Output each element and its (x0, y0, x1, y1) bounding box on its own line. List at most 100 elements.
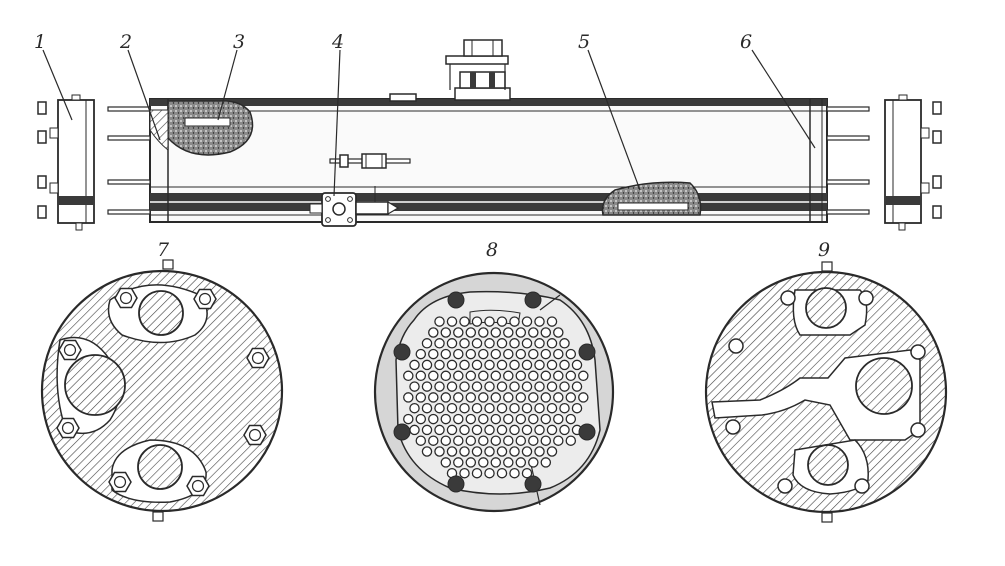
tube-hole (453, 327, 464, 338)
tube-hole (515, 435, 527, 446)
tube-hole (465, 370, 477, 382)
tube-hole (471, 446, 483, 457)
tube-hole (434, 338, 445, 349)
right-nuts (932, 101, 942, 219)
tube-hole (509, 402, 520, 414)
tube-hole (559, 359, 570, 371)
tube-hole (521, 359, 533, 371)
tube-hole (546, 338, 558, 349)
tube-hole (484, 359, 495, 371)
tube-hole (440, 348, 452, 360)
tube-hole (440, 392, 452, 403)
tube-hole (509, 381, 520, 392)
tube-sheet-8-bolt-holes (393, 291, 596, 493)
partition-cover-9-bolt-holes (725, 290, 926, 494)
tube-hole (471, 316, 483, 327)
tube-hole (553, 413, 564, 425)
tube-hole (421, 359, 433, 371)
tube-hole (540, 457, 552, 468)
leader-lines (42, 49, 816, 197)
tube-hole (459, 424, 470, 436)
fitting-4 (309, 186, 400, 227)
tube-hole (521, 316, 533, 327)
label-7: 7 (157, 239, 170, 261)
tube-hole (434, 402, 445, 414)
tube-hole (453, 435, 464, 446)
tube-hole (478, 413, 489, 425)
tube-hole (509, 424, 520, 436)
tube-hole (484, 338, 495, 349)
end-cover-view-7 (40, 259, 284, 522)
loose-bolt (329, 153, 411, 169)
tube-hole (465, 348, 477, 360)
right-studs (826, 106, 870, 215)
tube-hole (459, 338, 470, 349)
left-end-cover (49, 94, 95, 231)
tube-hole (515, 392, 527, 403)
tube-hole (440, 327, 452, 338)
tube-hole (421, 338, 433, 349)
tube-hole (409, 424, 420, 436)
tube-hole (446, 316, 458, 327)
label-9: 9 (818, 239, 830, 261)
tube-hole (496, 467, 508, 479)
tube-hole (540, 435, 552, 446)
tube-hole (509, 316, 520, 327)
left-nuts (37, 101, 47, 219)
tube-hole (503, 327, 514, 338)
tube-hole (528, 348, 539, 360)
tube-hole (515, 327, 527, 338)
tube-hole (528, 413, 539, 425)
tube-hole (521, 402, 533, 414)
tube-hole (453, 413, 464, 425)
tube-hole (409, 381, 420, 392)
tube-hole (559, 338, 570, 349)
tube-hole (446, 424, 458, 436)
tube-hole (478, 392, 489, 403)
tube-hole (496, 338, 508, 349)
tube-hole (496, 424, 508, 436)
tube-hole (428, 370, 439, 382)
tube-hole (478, 435, 489, 446)
tube-hole (484, 467, 495, 479)
tube-hole (540, 348, 552, 360)
end-cover-7-bolts (56, 287, 270, 497)
tube-hole (465, 392, 477, 403)
tube-hole (478, 327, 489, 338)
tube-hole (521, 424, 533, 436)
tube-hole (540, 413, 552, 425)
tube-hole (559, 424, 570, 436)
tube-hole (534, 316, 545, 327)
tube-hole (478, 370, 489, 382)
tube-hole (434, 316, 445, 327)
shell-top-band (150, 99, 827, 106)
tube-hole (471, 359, 483, 371)
tube-hole (409, 359, 420, 371)
tube-hole (434, 359, 445, 371)
tube-hole (559, 402, 570, 414)
tube-hole (534, 338, 545, 349)
tube-hole (446, 381, 458, 392)
right-end-cover (884, 94, 930, 231)
tube-hole (509, 338, 520, 349)
tube-hole (546, 381, 558, 392)
tube-hole (471, 402, 483, 414)
tube-hole (490, 435, 502, 446)
label-6: 6 (740, 31, 752, 53)
partition-cover-view-9 (704, 261, 948, 523)
tube-hole (496, 316, 508, 327)
tube-hole (565, 435, 577, 446)
tube-hole (509, 446, 520, 457)
tube-hole (490, 392, 502, 403)
tube-hole (403, 413, 414, 425)
tube-hole (528, 327, 539, 338)
tube-hole (471, 338, 483, 349)
tube-hole (434, 424, 445, 436)
tube-hole (428, 413, 439, 425)
tube-hole (521, 381, 533, 392)
tube-hole (415, 392, 427, 403)
cutaway-3 (167, 100, 254, 156)
label-5: 5 (578, 31, 590, 53)
tube-hole (471, 467, 483, 479)
